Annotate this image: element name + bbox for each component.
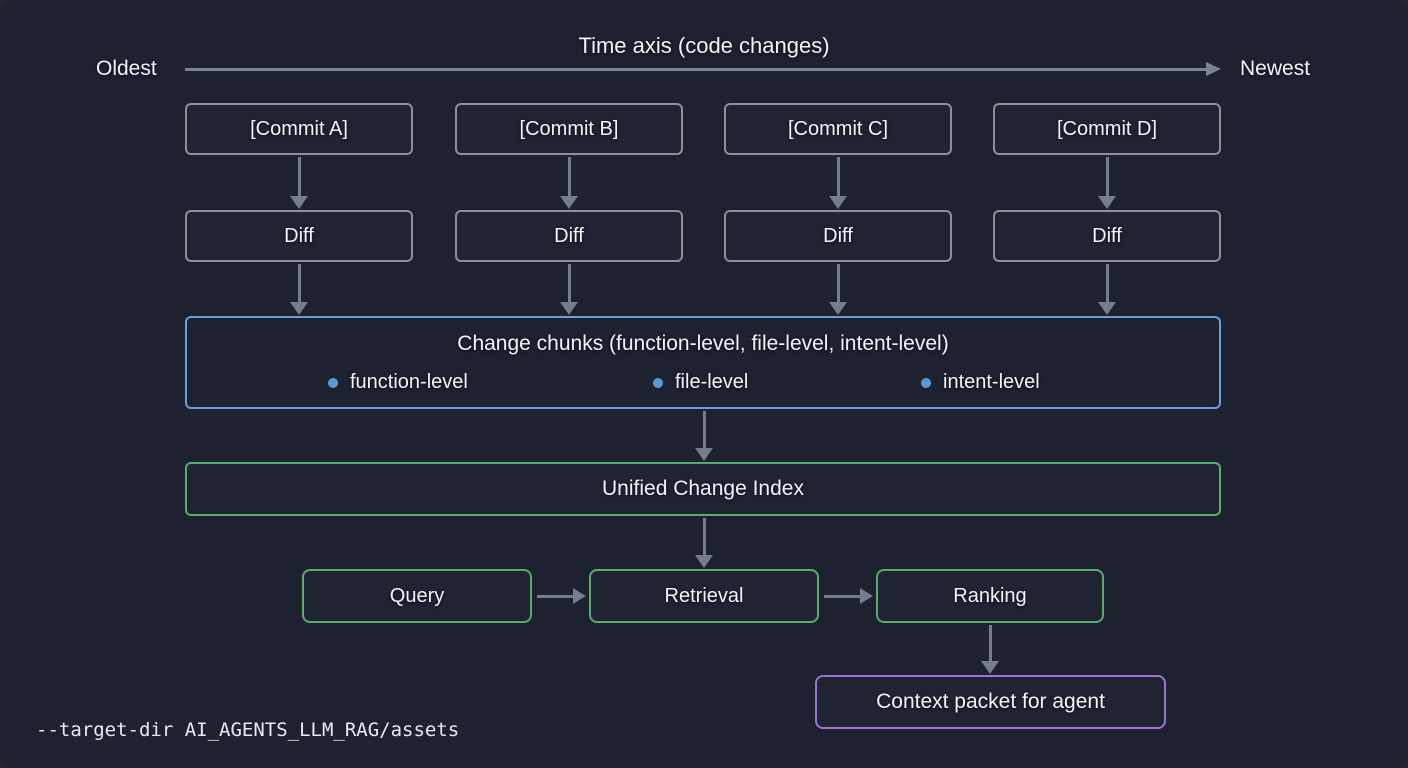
query-box: Query xyxy=(302,569,532,623)
chunk-bullet-file-level: file-level xyxy=(653,371,748,394)
change-chunks-box: Change chunks (function-level, file-leve… xyxy=(185,316,1221,409)
time-axis-line xyxy=(185,68,1206,71)
commit-a-box: [Commit A] xyxy=(185,103,413,155)
arrowhead-icon xyxy=(981,661,999,674)
arrowhead-icon xyxy=(695,448,713,461)
footer-command: --target-dir AI_AGENTS_LLM_RAG/assets xyxy=(36,719,460,741)
arrow-diff-b-to-chunks xyxy=(567,264,571,303)
arrowhead-icon xyxy=(290,302,308,315)
arrowhead-icon xyxy=(560,302,578,315)
arrow-ranking-to-context xyxy=(988,625,992,661)
query-label: Query xyxy=(389,584,445,607)
bullet-dot-icon xyxy=(653,377,663,388)
diff-a-label: Diff xyxy=(284,224,314,247)
unified-change-index-box: Unified Change Index xyxy=(185,462,1221,516)
arrowhead-icon xyxy=(860,588,873,604)
arrow-commit-b-to-diff xyxy=(567,157,571,197)
diff-d-label: Diff xyxy=(1092,224,1122,247)
chunk-bullet-label: function-level xyxy=(350,371,468,393)
commit-c-box: [Commit C] xyxy=(724,103,952,155)
diff-d-box: Diff xyxy=(993,210,1221,262)
change-chunks-title: Change chunks (function-level, file-leve… xyxy=(457,332,949,355)
arrowhead-icon xyxy=(829,302,847,315)
commit-d-box: [Commit D] xyxy=(993,103,1221,155)
diff-b-box: Diff xyxy=(455,210,683,262)
arrow-retrieval-to-ranking xyxy=(824,594,860,598)
commit-a-label: [Commit A] xyxy=(250,117,348,140)
arrow-index-to-retrieval xyxy=(702,518,706,555)
chunk-bullet-label: file-level xyxy=(675,371,749,393)
bullet-dot-icon xyxy=(921,377,931,388)
time-axis-arrowhead-icon xyxy=(1206,62,1221,76)
context-packet-label: Context packet for agent xyxy=(876,690,1105,713)
arrow-diff-d-to-chunks xyxy=(1105,264,1109,303)
arrowhead-icon xyxy=(290,196,308,209)
diff-b-label: Diff xyxy=(554,224,584,247)
arrowhead-icon xyxy=(1098,196,1116,209)
chunk-bullet-intent-level: intent-level xyxy=(921,371,1040,394)
diff-c-box: Diff xyxy=(724,210,952,262)
diff-a-box: Diff xyxy=(185,210,413,262)
arrowhead-icon xyxy=(560,196,578,209)
ranking-box: Ranking xyxy=(876,569,1104,623)
commit-b-label: [Commit B] xyxy=(519,117,619,140)
commit-c-label: [Commit C] xyxy=(788,117,888,140)
arrow-commit-a-to-diff xyxy=(297,157,301,197)
arrow-query-to-retrieval xyxy=(537,594,573,598)
unified-change-index-label: Unified Change Index xyxy=(602,477,804,500)
time-axis-title: Time axis (code changes) xyxy=(578,33,830,58)
arrowhead-icon xyxy=(829,196,847,209)
commit-d-label: [Commit D] xyxy=(1057,117,1157,140)
arrowhead-icon xyxy=(695,555,713,568)
arrowhead-icon xyxy=(1098,302,1116,315)
ranking-label: Ranking xyxy=(953,584,1027,607)
commit-b-box: [Commit B] xyxy=(455,103,683,155)
chunk-bullet-function-level: function-level xyxy=(328,371,468,394)
context-packet-box: Context packet for agent xyxy=(815,675,1166,729)
retrieval-box: Retrieval xyxy=(589,569,819,623)
arrow-commit-d-to-diff xyxy=(1105,157,1109,197)
arrowhead-icon xyxy=(573,588,586,604)
bullet-dot-icon xyxy=(328,377,338,388)
arrow-diff-c-to-chunks xyxy=(836,264,840,303)
oldest-label: Oldest xyxy=(96,57,157,80)
newest-label: Newest xyxy=(1240,57,1311,80)
chunk-bullet-label: intent-level xyxy=(943,371,1040,393)
retrieval-label: Retrieval xyxy=(664,584,744,607)
diff-c-label: Diff xyxy=(823,224,853,247)
arrow-diff-a-to-chunks xyxy=(297,264,301,303)
arrow-commit-c-to-diff xyxy=(836,157,840,197)
arrow-chunks-to-index xyxy=(702,411,706,448)
